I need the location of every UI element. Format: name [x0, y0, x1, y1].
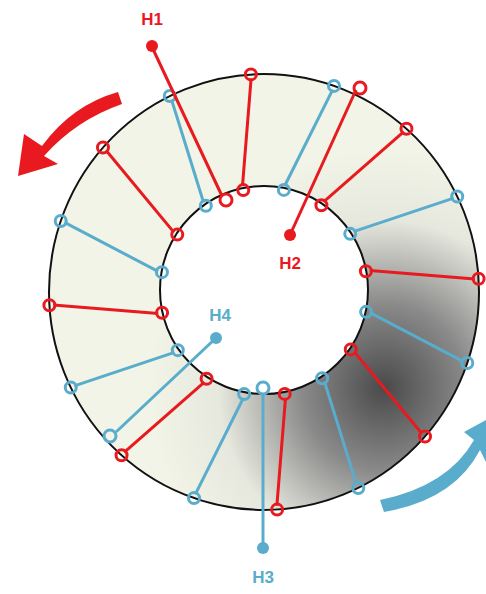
winding-turn	[285, 90, 333, 186]
red-direction-arrow	[18, 92, 122, 176]
winding-loop	[157, 307, 168, 318]
winding-loop	[452, 191, 463, 202]
winding-turn	[195, 398, 243, 494]
winding-turn	[74, 352, 174, 385]
winding-turn	[370, 313, 463, 362]
winding-loop	[116, 450, 127, 461]
winding-loop	[156, 267, 167, 278]
winding-loop	[345, 344, 356, 355]
winding-turn	[242, 78, 251, 186]
terminal-label: H2	[279, 254, 301, 274]
winding-turn	[106, 150, 174, 232]
winding-loop	[189, 493, 200, 504]
winding-loop	[97, 142, 108, 153]
terminal-label: H3	[252, 568, 274, 588]
winding-loop	[200, 200, 211, 211]
winding-turn	[370, 270, 475, 278]
winding-loop	[361, 306, 372, 317]
winding-loop	[272, 504, 283, 515]
winding-turn	[172, 100, 204, 203]
winding-loop	[245, 69, 256, 80]
terminal-dots	[146, 40, 296, 554]
winding-loop	[360, 266, 371, 277]
winding-loop	[317, 373, 328, 384]
winding-loop	[420, 431, 431, 442]
winding-loop	[172, 345, 183, 356]
winding-turn	[53, 305, 158, 313]
winding-loop	[44, 300, 55, 311]
winding-loop	[353, 482, 364, 493]
winding-turn	[354, 198, 454, 231]
winding-loop	[462, 357, 473, 368]
winding-loop	[316, 200, 327, 211]
winding-loop	[279, 388, 290, 399]
winding-loop	[328, 80, 339, 91]
terminal-label: H4	[209, 306, 231, 326]
winding-loop	[278, 184, 289, 195]
winding-loop	[239, 389, 250, 400]
winding-loop	[473, 273, 484, 284]
winding-turn	[64, 222, 157, 271]
winding-loop	[172, 229, 183, 240]
winding-turn	[277, 398, 286, 506]
winding-loop	[238, 185, 249, 196]
winding-loop	[65, 382, 76, 393]
winding-loop	[401, 123, 412, 134]
winding-turn	[124, 382, 204, 452]
winding-turn	[324, 382, 356, 485]
terminal-leads	[104, 47, 366, 548]
winding-turn	[324, 132, 404, 202]
terminal-label: H1	[141, 10, 163, 30]
winding-loop	[345, 228, 356, 239]
winding-loop	[55, 216, 66, 227]
blue-direction-arrow	[380, 420, 486, 512]
winding-turn	[354, 352, 422, 434]
winding-loop	[201, 373, 212, 384]
